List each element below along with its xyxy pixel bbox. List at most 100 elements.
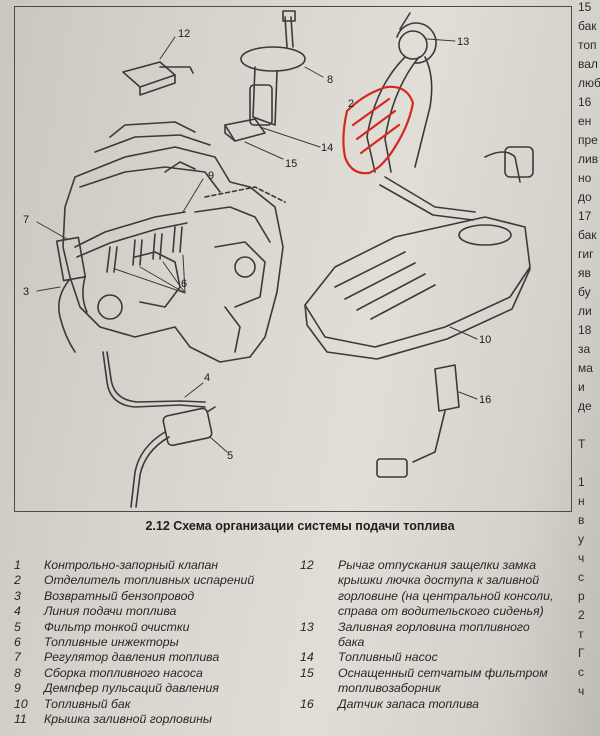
legend-text: Регулятор давления топлива	[44, 650, 220, 665]
side-text-fragment: ч	[578, 684, 585, 698]
side-text-fragment: пре	[578, 133, 598, 147]
legend-text: горловине (на центральной консоли,	[338, 588, 554, 603]
highlight-mark	[342, 85, 415, 175]
figure-caption: 2.12 Схема организации системы подачи то…	[145, 519, 455, 533]
legend-item-continuation: бака	[300, 635, 590, 650]
side-text-fragment: 2	[578, 608, 585, 622]
side-text-fragment: с	[578, 665, 584, 679]
legend-item: 8 Сборка топливного насоса	[14, 666, 294, 681]
legend-number: 5	[14, 619, 21, 634]
callout-6: 6	[181, 278, 187, 290]
legend-number: 7	[14, 650, 21, 665]
legend-text: бака	[338, 634, 365, 649]
filler-neck	[366, 12, 437, 173]
legend-number: 14	[300, 650, 314, 665]
legend-text: Топливный бак	[44, 696, 131, 711]
legend-text: Возвратный бензопровод	[44, 588, 195, 603]
fuel-tank	[304, 146, 534, 360]
legend-text: Фильтр тонкой очистки	[44, 619, 190, 634]
side-text-fragment: лив	[578, 152, 599, 166]
legend-item: 12 Рычаг отпускания защелки замка	[300, 558, 590, 573]
fuel-pump-assembly	[224, 10, 306, 142]
side-text-fragment: ли	[578, 304, 592, 318]
legend-text: справа от водительского сиденья)	[338, 604, 544, 619]
legend-text: крышки лючка доступа к заливной	[338, 573, 540, 588]
side-text-fragment: яв	[578, 266, 591, 280]
legend-text: Демпфер пульсаций давления	[44, 681, 219, 696]
legend-number: 15	[300, 665, 314, 680]
side-text-fragment: у	[578, 532, 584, 546]
legend-item: 14 Топливный насос	[300, 650, 590, 665]
side-text-fragment: 17	[578, 209, 592, 223]
legend-text: Крышка заливной горловины	[44, 711, 212, 726]
legend-text: Рычаг отпускания защелки замка	[338, 558, 537, 572]
legend-item: 11 Крышка заливной горловины	[14, 712, 294, 727]
fuel-filter-line	[102, 351, 216, 508]
callout-16: 16	[479, 394, 491, 406]
callout-2: 2	[348, 98, 354, 110]
legend-number: 8	[14, 665, 21, 680]
legend-number: 16	[300, 696, 314, 711]
legend-number: 2	[14, 573, 21, 588]
side-text-fragment: и	[578, 380, 585, 394]
legend-number: 3	[14, 588, 21, 603]
legend-number: 13	[300, 619, 314, 634]
legend-item: 4 Линия подачи топлива	[14, 604, 294, 619]
legend-item-continuation: топливозаборник	[300, 681, 590, 696]
side-text-fragment: ен	[578, 114, 592, 128]
callout-12: 12	[178, 28, 190, 40]
callout-14: 14	[321, 142, 333, 154]
side-text-fragment: 16	[578, 95, 592, 109]
legend-number: 12	[300, 558, 314, 572]
legend-number: 11	[14, 711, 27, 726]
legend-text: Сборка топливного насоса	[44, 665, 203, 680]
fuel-system-diagram: 12 8 13 2 14 15 9 7 3 6 10 4 16 5	[23, 10, 534, 508]
legend-text: Контрольно-запорный клапан	[44, 558, 219, 572]
side-text-fragment: р	[578, 589, 585, 603]
legend-text: Датчик запаса топлива	[338, 696, 479, 711]
legend-item: 9 Демпфер пульсаций давления	[14, 681, 294, 696]
fuel-level-sensor	[376, 364, 460, 478]
callout-7: 7	[23, 214, 29, 226]
legend-number: 6	[14, 634, 21, 649]
side-text-fragment: в	[578, 513, 585, 527]
legend-text: Топливный насос	[338, 650, 438, 665]
legend-item: 3 Возвратный бензопровод	[14, 589, 294, 604]
legend-item: 7 Регулятор давления топлива	[14, 650, 294, 665]
side-text-fragment: до	[578, 190, 592, 204]
side-text-fragment: 18	[578, 323, 592, 337]
callout-3: 3	[23, 286, 29, 298]
legend-text: Топливные инжекторы	[44, 634, 179, 649]
legend-item: 6 Топливные инжекторы	[14, 635, 294, 650]
callout-5: 5	[227, 450, 233, 462]
side-text-fragment: ма	[578, 361, 593, 375]
callout-10: 10	[479, 334, 491, 346]
side-text-fragment: 1	[578, 475, 585, 489]
side-text-fragment: бу	[578, 285, 591, 299]
legend-text: Оснащенный сетчатым фильтром	[338, 665, 548, 680]
legend-item-continuation: горловине (на центральной консоли,	[300, 589, 590, 604]
legend-item: 16 Датчик запаса топлива	[300, 697, 590, 712]
side-text-fragment: вал	[578, 57, 598, 71]
release-lever	[122, 61, 194, 96]
legend-number: 4	[14, 604, 21, 619]
callout-8: 8	[327, 74, 333, 86]
side-text-fragment: т	[578, 627, 584, 641]
legend-number: 9	[14, 681, 21, 696]
figure-frame: 12 8 13 2 14 15 9 7 3 6 10 4 16 5	[14, 6, 572, 512]
side-text-fragment: люб	[578, 76, 600, 90]
legend-text: Линия подачи топлива	[44, 604, 177, 619]
side-text-fragment: с	[578, 570, 584, 584]
side-text-fragment: топ	[578, 38, 597, 52]
callout-9: 9	[208, 170, 214, 182]
callout-4: 4	[204, 372, 210, 384]
side-text-fragment: н	[578, 494, 585, 508]
side-text-fragment: бак	[578, 228, 597, 242]
legend-item: 5 Фильтр тонкой очистки	[14, 620, 294, 635]
side-text-fragment: бак	[578, 19, 597, 33]
